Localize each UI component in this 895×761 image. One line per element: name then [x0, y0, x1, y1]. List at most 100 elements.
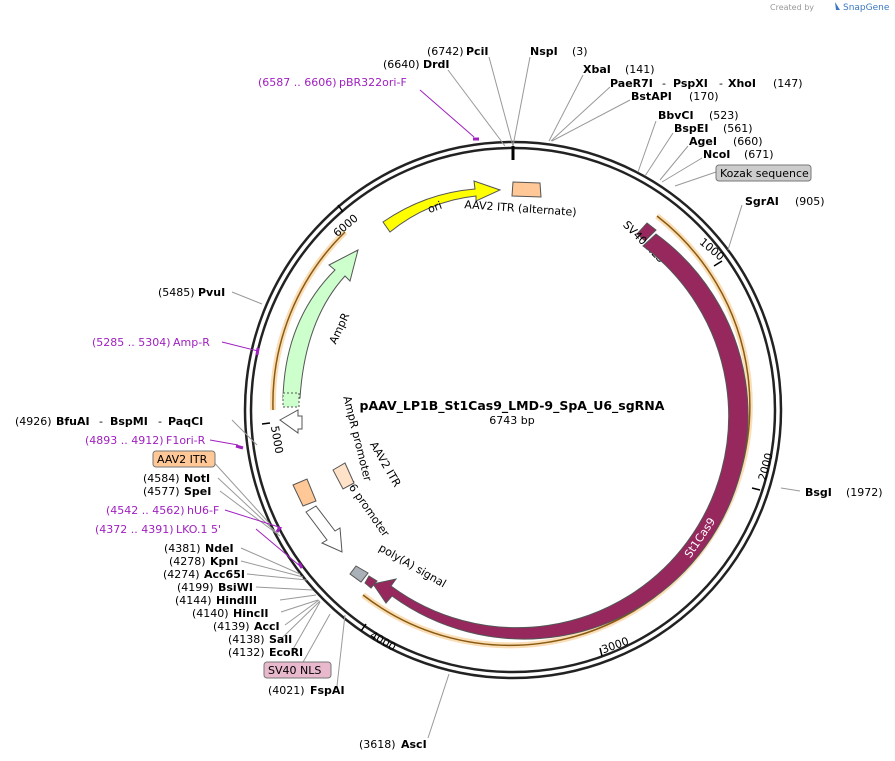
hincII-pos: (4140)	[192, 607, 229, 620]
notI-pos: (4584)	[143, 472, 180, 485]
xbaI-pos: (141)	[625, 63, 655, 76]
kpnI-name[interactable]: KpnI	[210, 555, 238, 568]
ampr-label: AmpR	[327, 311, 353, 347]
ampR-primer-range: (5285 .. 5304)	[92, 336, 171, 349]
pcI-name[interactable]: PciI	[466, 45, 488, 58]
kpnI-pos: (4278)	[169, 555, 206, 568]
nspI-pos: (3)	[572, 45, 588, 58]
paeR7I-sep2: -	[719, 77, 723, 90]
polya-feature[interactable]: poly(A) signal	[349, 541, 448, 590]
ndeI-name[interactable]: NdeI	[205, 542, 234, 555]
aav2-itr-feature[interactable]: AAV2 ITR	[292, 439, 404, 507]
u6-promoter-feature[interactable]: U6 promoter	[305, 475, 392, 553]
pbr322-name[interactable]: pBR322ori-F	[339, 76, 407, 89]
accI-pos: (4139)	[213, 620, 250, 633]
plasmid-name: pAAV_LP1B_St1Cas9_LMD-9_SpA_U6_sgRNA	[360, 398, 665, 414]
sv40-nls-box[interactable]: SV40 NLS	[263, 661, 332, 679]
tick-4000-label: 4000	[368, 629, 399, 654]
ncoI-name[interactable]: NcoI	[703, 148, 730, 161]
acc65I-name[interactable]: Acc65I	[204, 568, 245, 581]
bsiWI-pos: (4199)	[177, 581, 214, 594]
fspAI-pos: (4021)	[268, 684, 305, 697]
bspEI-name[interactable]: BspEI	[674, 122, 708, 135]
lko1-range: (4372 .. 4391)	[95, 523, 174, 536]
aav2-itr-alternate-label: AAV2 ITR (alternate)	[464, 198, 577, 219]
bbvCI-pos: (523)	[709, 109, 739, 122]
aav2-itr-alternate-feature[interactable]: AAV2 ITR (alternate)	[464, 181, 577, 219]
accI-name[interactable]: AccI	[254, 620, 280, 633]
fspAI-name[interactable]: FspAI	[310, 684, 345, 697]
primer-leader-lines	[209, 89, 475, 567]
aav2-itr-box-label: AAV2 ITR	[157, 453, 208, 466]
sgrAI-pos: (905)	[795, 195, 825, 208]
bfuAI-sep1: -	[99, 415, 103, 428]
ascI-name[interactable]: AscI	[401, 738, 427, 751]
bfuAI-name[interactable]: BfuAI	[56, 415, 90, 428]
drdI-pos: (6640)	[383, 58, 420, 71]
f1ori-name[interactable]: F1ori-R	[166, 434, 206, 447]
speI-name[interactable]: SpeI	[184, 485, 211, 498]
bsgI-pos: (1972)	[846, 486, 883, 499]
kozak-label: Kozak sequence	[720, 167, 809, 180]
bstAPI-name[interactable]: BstAPI	[631, 90, 672, 103]
xbaI-name[interactable]: XbaI	[583, 63, 611, 76]
ncoI-pos: (671)	[744, 148, 774, 161]
acc65I-pos: (4274)	[163, 568, 200, 581]
pbr322-range: (6587 .. 6606)	[258, 76, 337, 89]
ecoRI-name[interactable]: EcoRI	[269, 646, 303, 659]
primer-marks	[235, 137, 479, 569]
bfuAI-sep2: -	[158, 415, 162, 428]
bfuAI-pos: (4926)	[15, 415, 52, 428]
notI-name[interactable]: NotI	[184, 472, 210, 485]
pspXI-name[interactable]: PspXI	[673, 77, 708, 90]
hu6f-name[interactable]: hU6-F	[187, 504, 219, 517]
paeR7I-pos: (147)	[773, 77, 803, 90]
plasmid-length: 6743 bp	[489, 414, 534, 427]
bsiWI-name[interactable]: BsiWI	[218, 581, 253, 594]
pcI-pos: (6742)	[427, 45, 464, 58]
salI-name[interactable]: SalI	[269, 633, 292, 646]
hincII-name[interactable]: HincII	[233, 607, 269, 620]
lko1-name[interactable]: LKO.1 5'	[176, 523, 221, 536]
ori-label: ori	[426, 199, 444, 216]
credit-prefix: Created by	[770, 3, 814, 12]
hu6f-range: (4542 .. 4562)	[106, 504, 185, 517]
bsgI-name[interactable]: BsgI	[805, 486, 832, 499]
bbvCI-name[interactable]: BbvCI	[658, 109, 694, 122]
ampR-primer-name[interactable]: Amp-R	[173, 336, 210, 349]
ori-feature[interactable]: ori	[382, 180, 502, 233]
f1ori-range: (4893 .. 4912)	[85, 434, 164, 447]
paeR7I-name[interactable]: PaeR7I	[610, 77, 653, 90]
drdI-name[interactable]: DrdI	[423, 58, 450, 71]
ampr-feature[interactable]: AmpR	[282, 249, 359, 408]
hindIII-name[interactable]: HindIII	[216, 594, 257, 607]
pvuI-pos: (5485)	[158, 286, 195, 299]
pvuI-name[interactable]: PvuI	[198, 286, 225, 299]
aav2-itr-label: AAV2 ITR	[367, 439, 404, 489]
sv40-nls-box-label: SV40 NLS	[268, 664, 321, 677]
xhoI-name[interactable]: XhoI	[728, 77, 756, 90]
tick-5000: 5000	[261, 422, 286, 455]
credit-brand: SnapGene	[843, 3, 890, 13]
bstAPI-pos: (170)	[689, 90, 719, 103]
salI-pos: (4138)	[228, 633, 265, 646]
nspI-name[interactable]: NspI	[530, 45, 558, 58]
ndeI-pos: (4381)	[164, 542, 201, 555]
kozak-sequence-box[interactable]: Kozak sequence	[715, 164, 812, 182]
bspEI-pos: (561)	[723, 122, 753, 135]
paqCI-name[interactable]: PaqCI	[168, 415, 203, 428]
bspMI-name[interactable]: BspMI	[110, 415, 148, 428]
aav2-itr-box[interactable]: AAV2 ITR	[152, 450, 216, 468]
ascI-pos: (3618)	[359, 738, 396, 751]
hindIII-pos: (4144)	[175, 594, 212, 607]
tick-5000-label: 5000	[268, 425, 286, 455]
leader-lines	[209, 56, 801, 739]
sgrAI-name[interactable]: SgrAI	[745, 195, 779, 208]
snapgene-logo-icon	[835, 2, 840, 10]
ageI-name[interactable]: AgeI	[689, 135, 717, 148]
ageI-pos: (660)	[733, 135, 763, 148]
paeR7I-sep1: -	[662, 77, 666, 90]
ecoRI-pos: (4132)	[228, 646, 265, 659]
orange-track-left	[269, 229, 348, 411]
